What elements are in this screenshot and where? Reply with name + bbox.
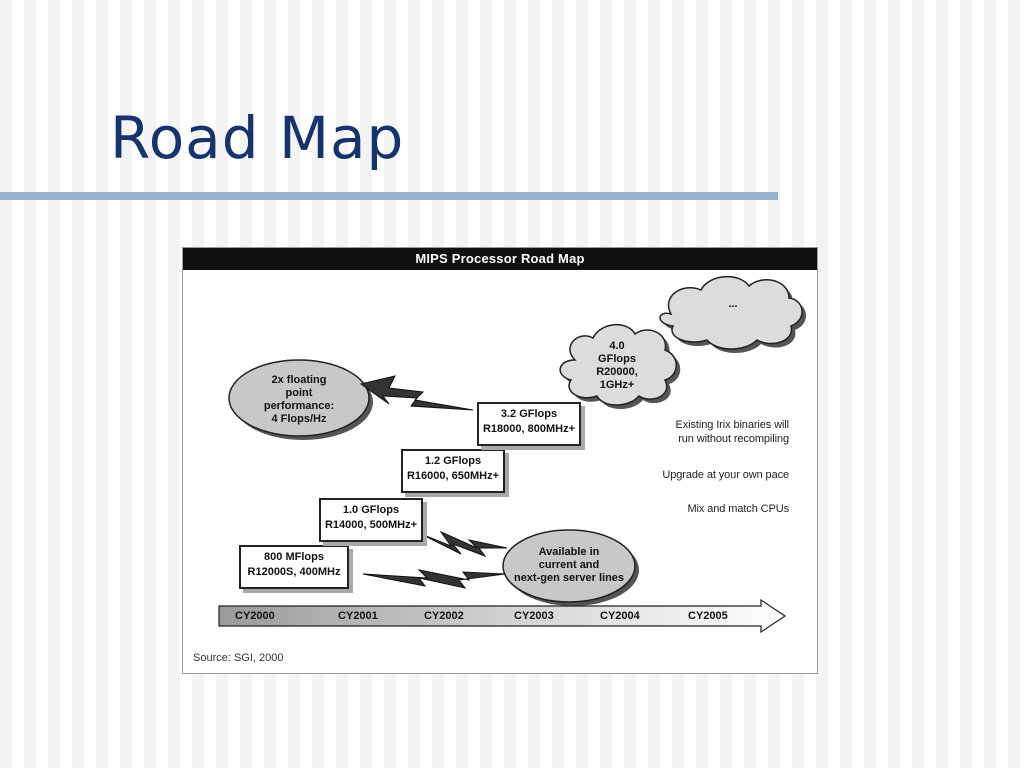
avail-callout-shape (362, 529, 639, 606)
timeline-year: CY2000 (235, 610, 275, 622)
diagram-header: MIPS Processor Road Map (183, 248, 817, 270)
step-box-3: 1.2 GFlops R16000, 650MHz+ (401, 449, 505, 493)
avail-callout-label: Available in current and next-gen server… (513, 546, 625, 584)
note-mix-match: Mix and match CPUs (687, 503, 789, 515)
diagram-artwork (218, 275, 807, 634)
note-binaries: Existing Irix binaries will run without … (675, 419, 790, 445)
far-cloud-shape (659, 275, 807, 353)
future-cloud-shape (559, 324, 681, 409)
roadmap-diagram: MIPS Processor Road Map (182, 247, 818, 674)
step-box-4: 3.2 GFlops R18000, 800MHz+ (477, 402, 581, 446)
timeline-year: CY2002 (424, 610, 464, 622)
step-box-2: 1.0 GFlops R14000, 500MHz+ (319, 498, 423, 542)
note-upgrade: Upgrade at your own pace (662, 469, 789, 481)
timeline-year: CY2004 (600, 610, 640, 622)
timeline-year: CY2003 (514, 610, 554, 622)
timeline-year: CY2005 (688, 610, 728, 622)
far-cloud-label: ... (728, 298, 738, 310)
title-divider (0, 192, 778, 200)
timeline-year: CY2001 (338, 610, 378, 622)
timeline-arrow (218, 598, 787, 634)
fp-callout-shape (228, 359, 474, 440)
source-note: Source: SGI, 2000 (193, 652, 284, 664)
fp-callout-label: 2x floating point performance: 4 Flops/H… (263, 374, 335, 425)
future-cloud-label: 4.0 GFlops R20000, 1GHz+ (596, 340, 638, 391)
slide-title: Road Map (110, 104, 405, 172)
step-box-1: 800 MFlops R12000S, 400MHz (239, 545, 349, 589)
